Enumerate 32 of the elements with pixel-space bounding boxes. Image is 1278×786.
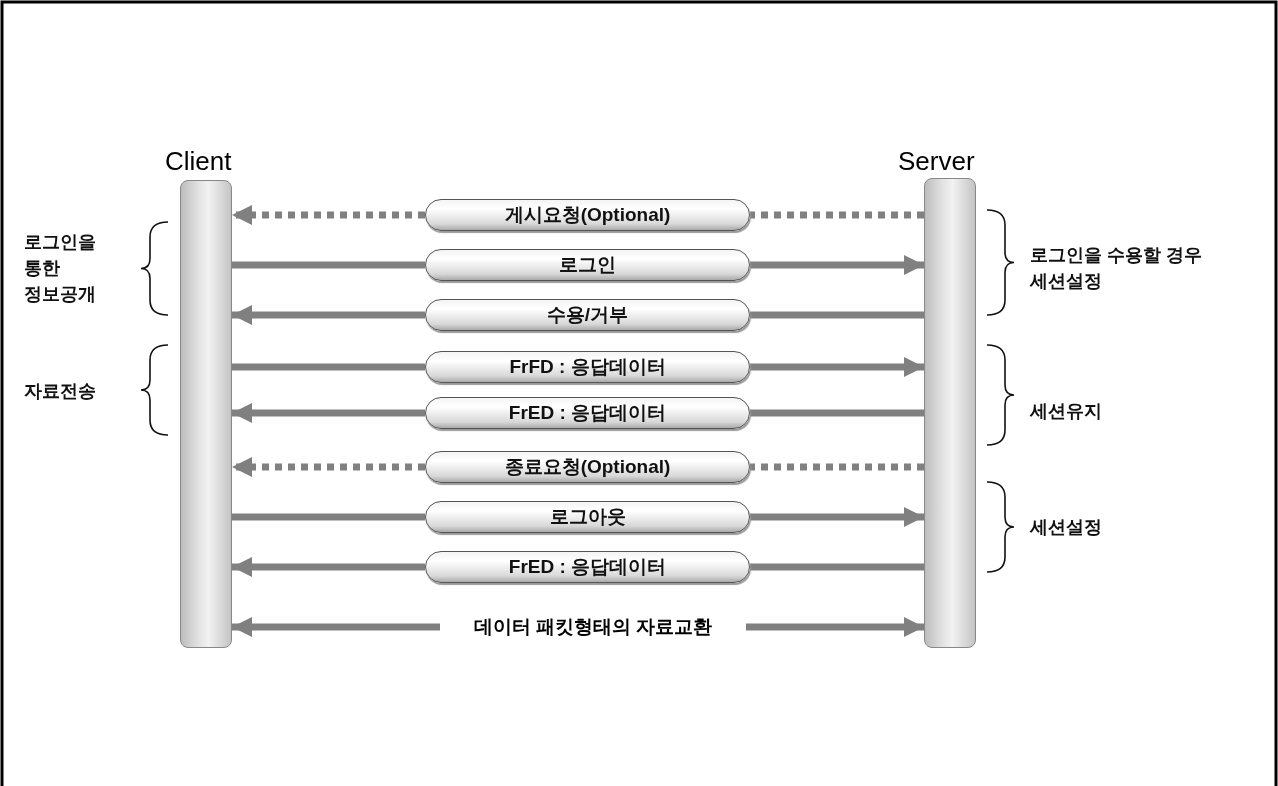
- participant-label: Server: [898, 146, 975, 177]
- connector-line: [232, 363, 425, 371]
- arrow: [232, 205, 425, 225]
- arrow: [232, 305, 425, 325]
- connector-line: [750, 563, 924, 571]
- side-note: 로그인을 수용할 경우 세션설정: [1030, 244, 1203, 293]
- arrow: [750, 507, 924, 527]
- arrow: [232, 403, 425, 423]
- arrow: [750, 255, 924, 275]
- side-note: 세션유지: [1030, 400, 1103, 423]
- connector-line: [232, 261, 425, 269]
- arrow: [232, 457, 425, 477]
- side-note: 로그인을 통한 정보공개: [24, 231, 97, 306]
- participant-label: Client: [165, 146, 232, 177]
- connector-line: [750, 463, 924, 471]
- message-label: 데이터 패킷형태의 자료교환: [448, 612, 738, 642]
- message-pill: 게시요청(Optional): [425, 199, 750, 231]
- message-pill: 로그인: [425, 249, 750, 281]
- side-note: 자료전송: [24, 380, 97, 403]
- message-pill: FrED : 응답데이터: [425, 551, 750, 583]
- message-pill: FrED : 응답데이터: [425, 397, 750, 429]
- arrow: [750, 357, 924, 377]
- connector-line: [750, 311, 924, 319]
- message-pill: 수용/거부: [425, 299, 750, 331]
- connector-line: [750, 211, 924, 219]
- side-note: 세션설정: [1030, 516, 1103, 539]
- connector-line: [232, 513, 425, 521]
- message-pill: 로그아웃: [425, 501, 750, 533]
- message-pill: 종료요청(Optional): [425, 451, 750, 483]
- arrow: [232, 557, 425, 577]
- message-pill: FrFD : 응답데이터: [425, 351, 750, 383]
- connector-line: [750, 409, 924, 417]
